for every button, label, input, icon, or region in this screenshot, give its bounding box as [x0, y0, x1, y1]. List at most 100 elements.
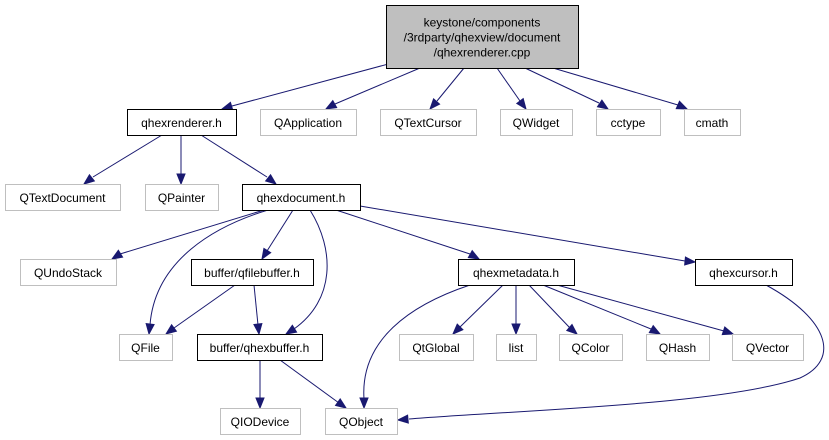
- node-label: QtGlobal: [412, 341, 459, 355]
- node-list: list: [496, 334, 537, 361]
- edge-qhexdocument_h-to-qhexcursor_h: [359, 205, 697, 266]
- node-label: QApplication: [274, 116, 342, 130]
- node-qobject: QObject: [325, 408, 398, 435]
- node-label: QHash: [659, 341, 696, 355]
- node-qfilebuffer-h[interactable]: buffer/qfilebuffer.h: [191, 259, 314, 286]
- edge-qhexdocument_h-to-QFile: [145, 209, 269, 336]
- node-qtglobal: QtGlobal: [399, 334, 474, 361]
- node-label: keystone/components: [424, 16, 541, 30]
- node-qhexdocument-h[interactable]: qhexdocument.h: [242, 184, 361, 211]
- edge-line: [496, 67, 521, 102]
- edge-line: [173, 284, 236, 329]
- edge-line: [552, 67, 679, 106]
- arrowhead-icon: [511, 323, 521, 336]
- arrowhead-icon: [284, 324, 298, 335]
- node-box[interactable]: [695, 259, 793, 286]
- node-root[interactable]: keystone/components/3rdparty/qhexview/do…: [386, 5, 579, 69]
- edge-root-to-QTextCursor: [429, 67, 465, 111]
- node-label: QIODevice: [231, 415, 290, 429]
- node-box[interactable]: [458, 259, 575, 286]
- node-qhexbuffer-h[interactable]: buffer/qhexbuffer.h: [197, 334, 323, 361]
- node-box: [20, 259, 117, 286]
- arrowhead-icon: [110, 249, 124, 260]
- nodes-layer: keystone/components/3rdparty/qhexview/do…: [5, 5, 804, 435]
- edge-qhexrenderer_h-to-QPainter: [176, 135, 186, 186]
- node-box[interactable]: [127, 109, 237, 136]
- node-label: list: [509, 341, 524, 355]
- node-label: qhexcursor.h: [709, 266, 778, 280]
- node-box: [496, 334, 537, 361]
- node-label: QVector: [746, 341, 789, 355]
- node-box: [399, 334, 474, 361]
- arrowhead-icon: [82, 173, 96, 185]
- node-qhexcursor-h[interactable]: qhexcursor.h: [695, 259, 793, 286]
- node-cctype: cctype: [596, 109, 661, 136]
- arrowhead-icon: [359, 397, 369, 410]
- edge-root-to-QWidget: [496, 67, 527, 111]
- edge-qhexbuffer_h-to-QIODevice: [255, 360, 265, 410]
- node-label: cmath: [696, 116, 729, 130]
- edge-root-to-cctype: [524, 67, 610, 110]
- node-box[interactable]: [191, 259, 314, 286]
- node-qtextcursor: QTextCursor: [380, 109, 477, 136]
- edge-qhexmetadata_h-to-QObject: [359, 284, 471, 410]
- arrowhead-icon: [684, 256, 697, 266]
- arrowhead-icon: [253, 323, 263, 336]
- edge-line: [556, 284, 725, 332]
- arrowhead-icon: [648, 324, 662, 335]
- edge-line: [459, 284, 504, 328]
- node-label: QUndoStack: [34, 266, 103, 280]
- arrowhead-icon: [176, 173, 186, 186]
- edge-line: [436, 67, 465, 102]
- edge-qfilebuffer_h-to-QFile: [164, 284, 236, 335]
- node-label: buffer/qfilebuffer.h: [204, 266, 300, 280]
- edge-line: [524, 67, 600, 104]
- node-label: QWidget: [513, 116, 560, 130]
- edge-line: [92, 134, 163, 178]
- node-label: QColor: [571, 341, 609, 355]
- node-label: QTextCursor: [394, 116, 461, 130]
- arrowhead-icon: [220, 101, 234, 111]
- node-box: [325, 408, 398, 435]
- node-qvector: QVector: [732, 334, 804, 361]
- edge-line: [293, 209, 328, 330]
- node-box[interactable]: [386, 5, 579, 69]
- arrowhead-icon: [452, 323, 464, 335]
- node-qpainter: QPainter: [145, 184, 219, 211]
- edge-line: [231, 62, 393, 107]
- node-box: [732, 334, 804, 361]
- node-cmath: cmath: [684, 109, 741, 136]
- node-box: [145, 184, 219, 211]
- node-label: buffer/qhexbuffer.h: [210, 341, 310, 355]
- node-box[interactable]: [242, 184, 361, 211]
- node-label: cctype: [611, 116, 646, 130]
- node-label: QObject: [339, 415, 384, 429]
- node-qcolor: QColor: [559, 334, 623, 361]
- edge-line: [253, 284, 259, 326]
- node-label: qhexmetadata.h: [473, 266, 559, 280]
- arrowhead-icon: [675, 100, 689, 110]
- node-box: [220, 408, 301, 435]
- arrowhead-icon: [515, 97, 527, 111]
- edge-line: [266, 209, 294, 252]
- node-box[interactable]: [197, 334, 323, 361]
- arrowhead-icon: [429, 97, 441, 111]
- arrowhead-icon: [261, 247, 272, 261]
- node-qhexrenderer-h[interactable]: qhexrenderer.h: [127, 109, 237, 136]
- edge-line: [528, 284, 571, 329]
- node-qhexmetadata-h[interactable]: qhexmetadata.h: [458, 259, 575, 286]
- node-label: QFile: [131, 341, 160, 355]
- edge-qhexmetadata_h-to-QHash: [542, 284, 662, 335]
- edge-qhexbuffer_h-to-QObject: [279, 359, 348, 409]
- node-qfile: QFile: [119, 334, 173, 361]
- edge-root-to-qhexrenderer_h: [220, 62, 393, 111]
- arrowhead-icon: [324, 99, 338, 110]
- edge-qhexmetadata_h-to-QVector: [556, 284, 735, 336]
- node-box: [500, 109, 573, 136]
- node-qwidget: QWidget: [500, 109, 573, 136]
- edge-qhexrenderer_h-to-QTextDocument: [82, 134, 163, 185]
- arrowhead-icon: [334, 398, 348, 409]
- arrowhead-icon: [255, 397, 265, 410]
- node-qapplication: QApplication: [260, 109, 357, 136]
